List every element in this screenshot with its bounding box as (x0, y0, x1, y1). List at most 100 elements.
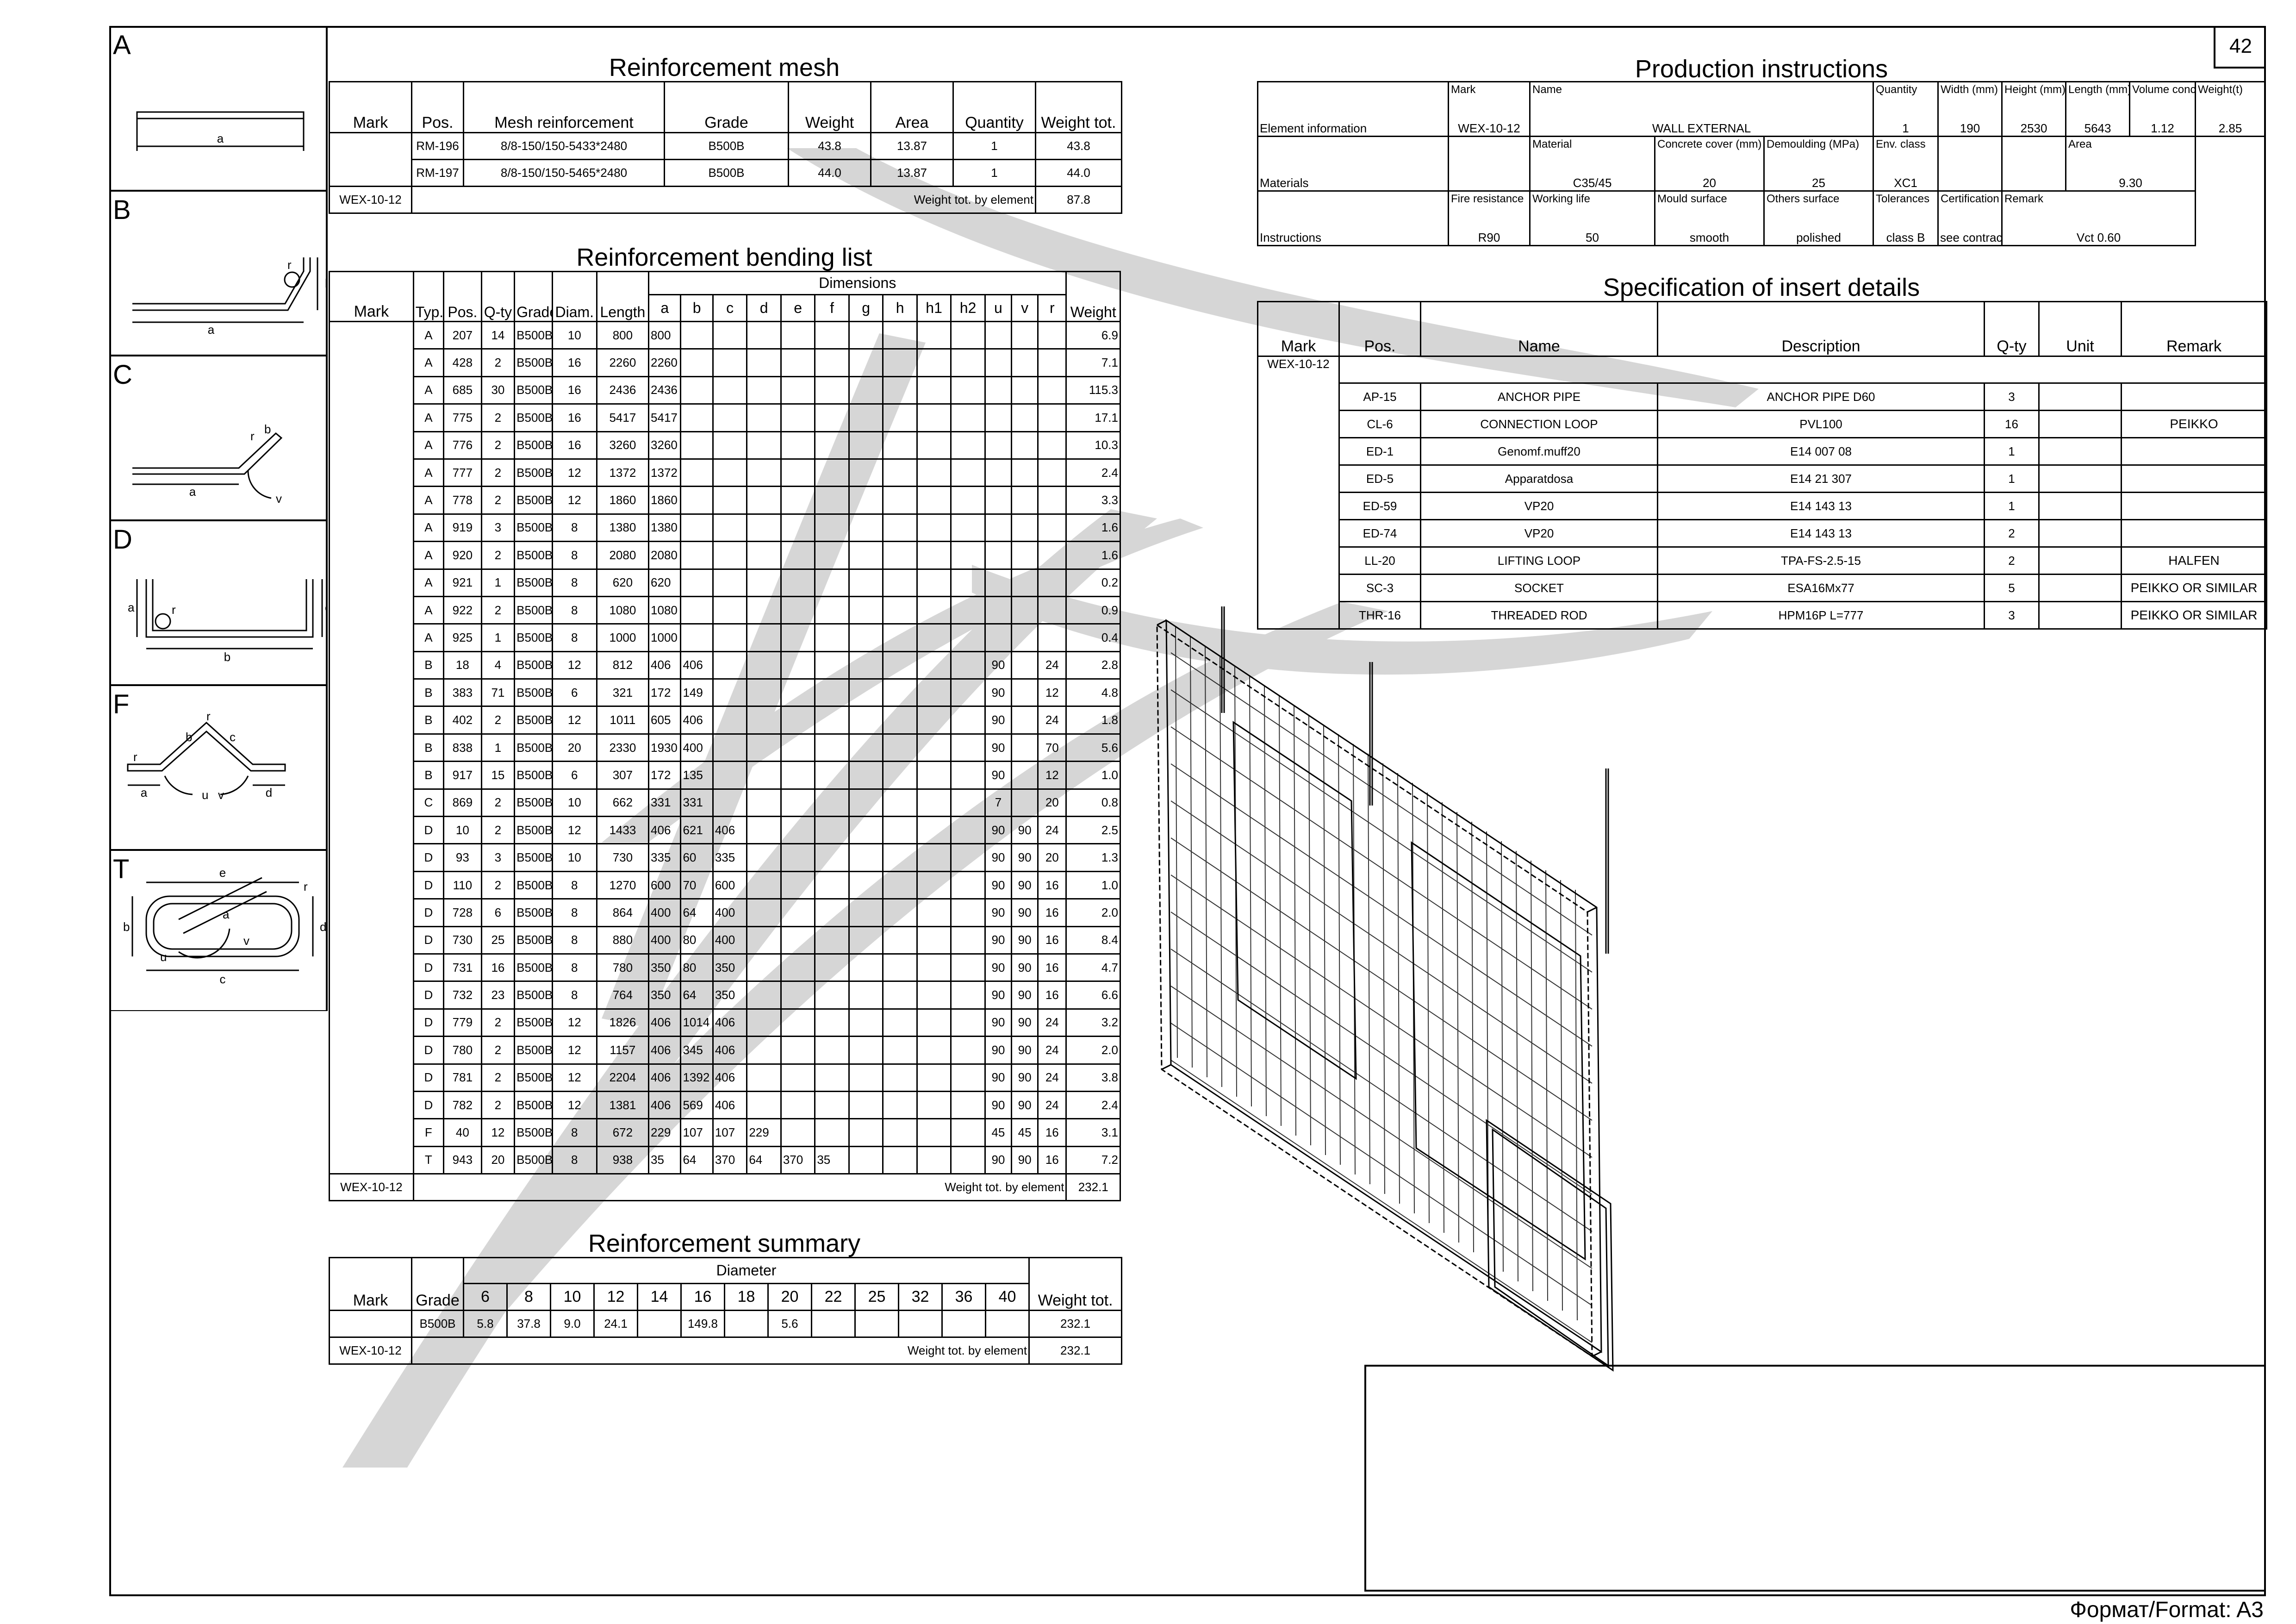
inserts-cell: E14 007 08 (1657, 437, 1985, 466)
summary-cell: 5.6 (767, 1310, 812, 1338)
bending-cell (780, 870, 816, 900)
mesh-cell: 8/8-150/150-5465*2480 (463, 159, 665, 187)
bending-cell (882, 1145, 918, 1175)
bending-cell: 1.6 (1065, 541, 1121, 570)
bending-cell: B500B (514, 1063, 553, 1092)
bending-cell (712, 320, 748, 350)
bending-cell: 6.9 (1065, 320, 1121, 350)
bending-cell (746, 486, 782, 515)
bending-cell: D (412, 1036, 445, 1065)
bending-cell: 2 (480, 816, 516, 845)
rebar-line (1170, 800, 1593, 1084)
mesh-title: Reinforcement mesh (609, 54, 840, 81)
mesh-cell: 43.8 (1035, 132, 1122, 160)
production-cell-value: 25 (1812, 176, 1825, 190)
bending-cell: 2 (480, 348, 516, 377)
bending-cell: 917 (443, 761, 482, 790)
inserts-cell: VP20 (1420, 492, 1658, 520)
bending-cell: 8 (551, 925, 597, 955)
bending-cell: 90 (984, 650, 1013, 680)
bending-cell: 1000 (596, 623, 650, 652)
bending-cell: 1157 (596, 1036, 650, 1065)
summary-total: 232.1 (1028, 1310, 1123, 1338)
rebar-line (1471, 821, 1474, 1253)
bending-cell: 800 (596, 320, 650, 350)
bending-cell: 406 (648, 1090, 682, 1120)
bending-cell (814, 953, 850, 982)
bending-cell (780, 1090, 816, 1120)
summary-diameter: 12 (593, 1283, 638, 1311)
bending-cell: 24 (1037, 1036, 1067, 1065)
production-cell: Height (mm) 2530 (2001, 81, 2067, 137)
bending-cell (916, 320, 952, 350)
bending-cell (916, 898, 952, 927)
production-cell-label: Height (mm) (2004, 83, 2066, 96)
bending-cell (950, 568, 986, 597)
bending-cell (916, 486, 952, 515)
bending-cell: 207 (443, 320, 482, 350)
bending-cell: 35 (648, 1145, 682, 1175)
bending-cell (814, 706, 850, 735)
bending-cell: 922 (443, 595, 482, 625)
bending-cell (984, 568, 1013, 597)
svg-text:b: b (325, 276, 328, 290)
bending-cell: 2.4 (1065, 458, 1121, 487)
bending-cell (848, 1090, 884, 1120)
bending-cell (1037, 348, 1067, 377)
bending-cell (746, 513, 782, 543)
bending-cell (680, 431, 714, 460)
bending-cell: 2436 (596, 375, 650, 405)
summary-diameter: 32 (898, 1283, 943, 1311)
production-cell-label: Demoulding (MPa) (1767, 138, 1860, 150)
bending-cell: 10.3 (1065, 431, 1121, 460)
inserts-cell: 5 (1984, 574, 2040, 602)
inserts-cell: 1 (1984, 437, 2040, 466)
bending-cell: 71 (480, 678, 516, 707)
bending-cell (848, 788, 884, 818)
sheet-number: 42 (2214, 26, 2266, 69)
bending-cell: 80 (680, 925, 714, 955)
bending-cell (950, 1118, 986, 1147)
bending-cell (916, 925, 952, 955)
summary-mark-cell (329, 1310, 412, 1338)
bending-cell (712, 650, 748, 680)
bending-cell: 350 (648, 981, 682, 1010)
bending-cell (848, 816, 884, 845)
bending-cell (746, 403, 782, 432)
bending-cell: 90 (984, 1008, 1013, 1037)
bending-cell: B500B (514, 843, 553, 872)
bending-cell: B500B (514, 320, 553, 350)
bending-cell (950, 953, 986, 982)
bending-cell (746, 541, 782, 570)
production-cell-value: 1.12 (2151, 121, 2174, 135)
mesh-cell: 43.8 (788, 132, 871, 160)
bending-cell (712, 706, 748, 735)
svg-text:a: a (223, 907, 230, 921)
bending-cell (882, 403, 918, 432)
bending-cell (916, 870, 952, 900)
summary-diameter: 25 (854, 1283, 899, 1311)
production-cell-label: Tolerances (1876, 193, 1930, 205)
bending-cell: B500B (514, 898, 553, 927)
production-cell-value: 2530 (2020, 121, 2047, 135)
bending-cell (882, 1036, 918, 1065)
mesh-cell: 13.87 (870, 132, 954, 160)
rebar-line (1294, 705, 1296, 1136)
bending-cell (780, 733, 816, 762)
bending-cell: 2330 (596, 733, 650, 762)
